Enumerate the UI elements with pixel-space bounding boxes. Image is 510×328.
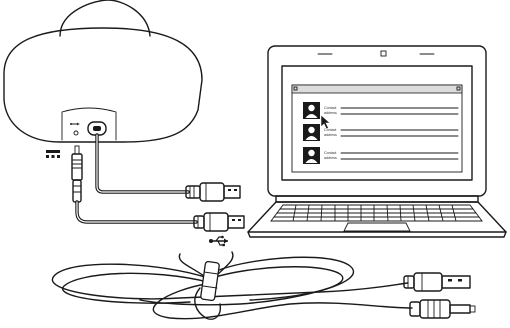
port-usb-icon [70, 122, 80, 126]
laptop-lid [267, 45, 487, 197]
contact-name: Contact [324, 151, 336, 155]
dc-cable [75, 200, 198, 224]
contact-address: address [324, 111, 337, 115]
contact-name: Contact [324, 106, 336, 110]
contact-row: Contact address [303, 124, 459, 141]
usb-icon [209, 235, 228, 247]
speaker-device [3, 0, 203, 143]
laptop-touchpad [343, 222, 411, 232]
laptop-hinge [275, 195, 479, 203]
speaker-base [3, 27, 203, 143]
laptop: Contact address Contact address Contact … [247, 45, 507, 238]
speaker-port-panel [61, 107, 117, 141]
laptop-keyboard [270, 204, 483, 222]
coiled-cable-dc-plug [409, 299, 476, 319]
coiled-cable [51, 251, 413, 320]
coiled-cable-usb-plug [403, 272, 471, 292]
contact-address: address [324, 133, 337, 137]
port-power-jack [73, 130, 79, 136]
contact-row: Contact address [303, 147, 459, 164]
contact-row: Contact address [303, 102, 459, 119]
laptop-camera [380, 50, 387, 57]
keyboard-keys [292, 204, 457, 222]
dc-power-icon [46, 150, 60, 158]
speaker-dome [59, 0, 151, 37]
usb-cable-upper [95, 133, 190, 194]
dc-plug-connector [71, 145, 83, 203]
usb-plug-upper [185, 182, 241, 202]
laptop-screen [281, 65, 473, 181]
cable-tie [200, 260, 220, 302]
contact-address: address [324, 156, 337, 160]
contact-name: Contact [324, 128, 336, 132]
cursor-icon [320, 114, 331, 130]
usb-plug-lower [193, 212, 245, 232]
app-window-titlebar [291, 84, 463, 94]
